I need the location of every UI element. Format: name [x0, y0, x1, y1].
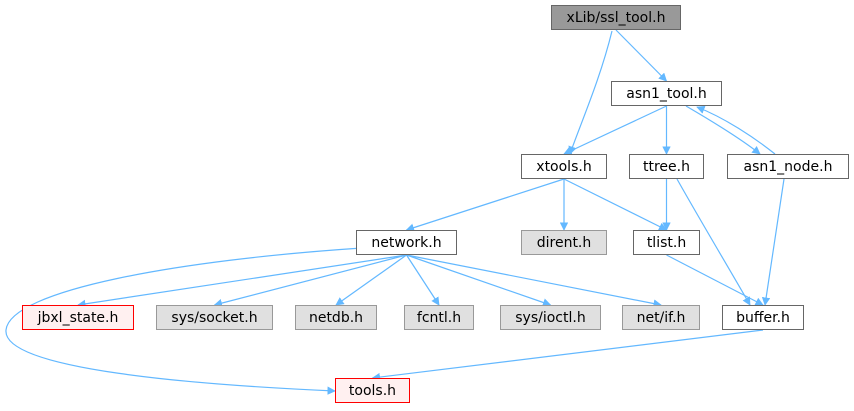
edge-asn1-tool-to-xtools	[563, 105, 667, 155]
edge-network-to-fcntl	[405, 254, 440, 306]
node-xtools-h[interactable]: xtools.h	[521, 154, 607, 179]
edge-network-to-netdb	[335, 254, 407, 306]
edge-network-to-sys-socket	[213, 254, 407, 308]
node-netdb-h: netdb.h	[295, 305, 377, 330]
edge-network-to-net-if	[406, 254, 662, 308]
node-jbxl-state-h: jbxl_state.h	[22, 305, 134, 330]
edge-buffer-to-tools	[371, 329, 764, 382]
node-fcntl-h: fcntl.h	[404, 305, 474, 330]
edge-ttree-to-buffer	[676, 178, 751, 306]
node-ssl-tool-h: xLib/ssl_tool.h	[551, 5, 681, 30]
node-asn1-tool-h[interactable]: asn1_tool.h	[611, 81, 722, 106]
node-buffer-h[interactable]: buffer.h	[722, 305, 804, 330]
edge-network-to-jbxl-state	[77, 254, 407, 309]
edge-network-to-tools	[5, 247, 363, 395]
node-dirent-h: dirent.h	[521, 230, 607, 255]
node-asn1-node-h[interactable]: asn1_node.h	[727, 154, 849, 179]
edge-network-to-sys-ioctl	[406, 254, 552, 307]
edge-asn1-node-to-buffer	[761, 178, 785, 306]
edge-asn1-node-to-asn1-tool	[696, 105, 776, 155]
edge-xtools-to-tlist	[563, 178, 668, 231]
edge-ssl-tool-to-xtools	[568, 30, 613, 155]
node-net-if-h: net/if.h	[622, 305, 700, 330]
node-tools-h: tools.h	[335, 378, 410, 403]
node-network-h[interactable]: network.h	[356, 230, 457, 255]
edge-asn1-tool-to-asn1-node	[685, 105, 761, 155]
dependency-edges	[5, 29, 785, 395]
node-sys-socket-h: sys/socket.h	[156, 305, 273, 330]
node-tlist-h[interactable]: tlist.h	[633, 230, 700, 255]
edge-tlist-to-buffer	[666, 254, 764, 306]
node-sys-ioctl-h: sys/ioctl.h	[500, 305, 601, 330]
edge-xtools-to-network	[405, 178, 565, 232]
node-ttree-h[interactable]: ttree.h	[629, 154, 704, 179]
edge-ssl-tool-to-asn1-tool	[615, 29, 668, 82]
